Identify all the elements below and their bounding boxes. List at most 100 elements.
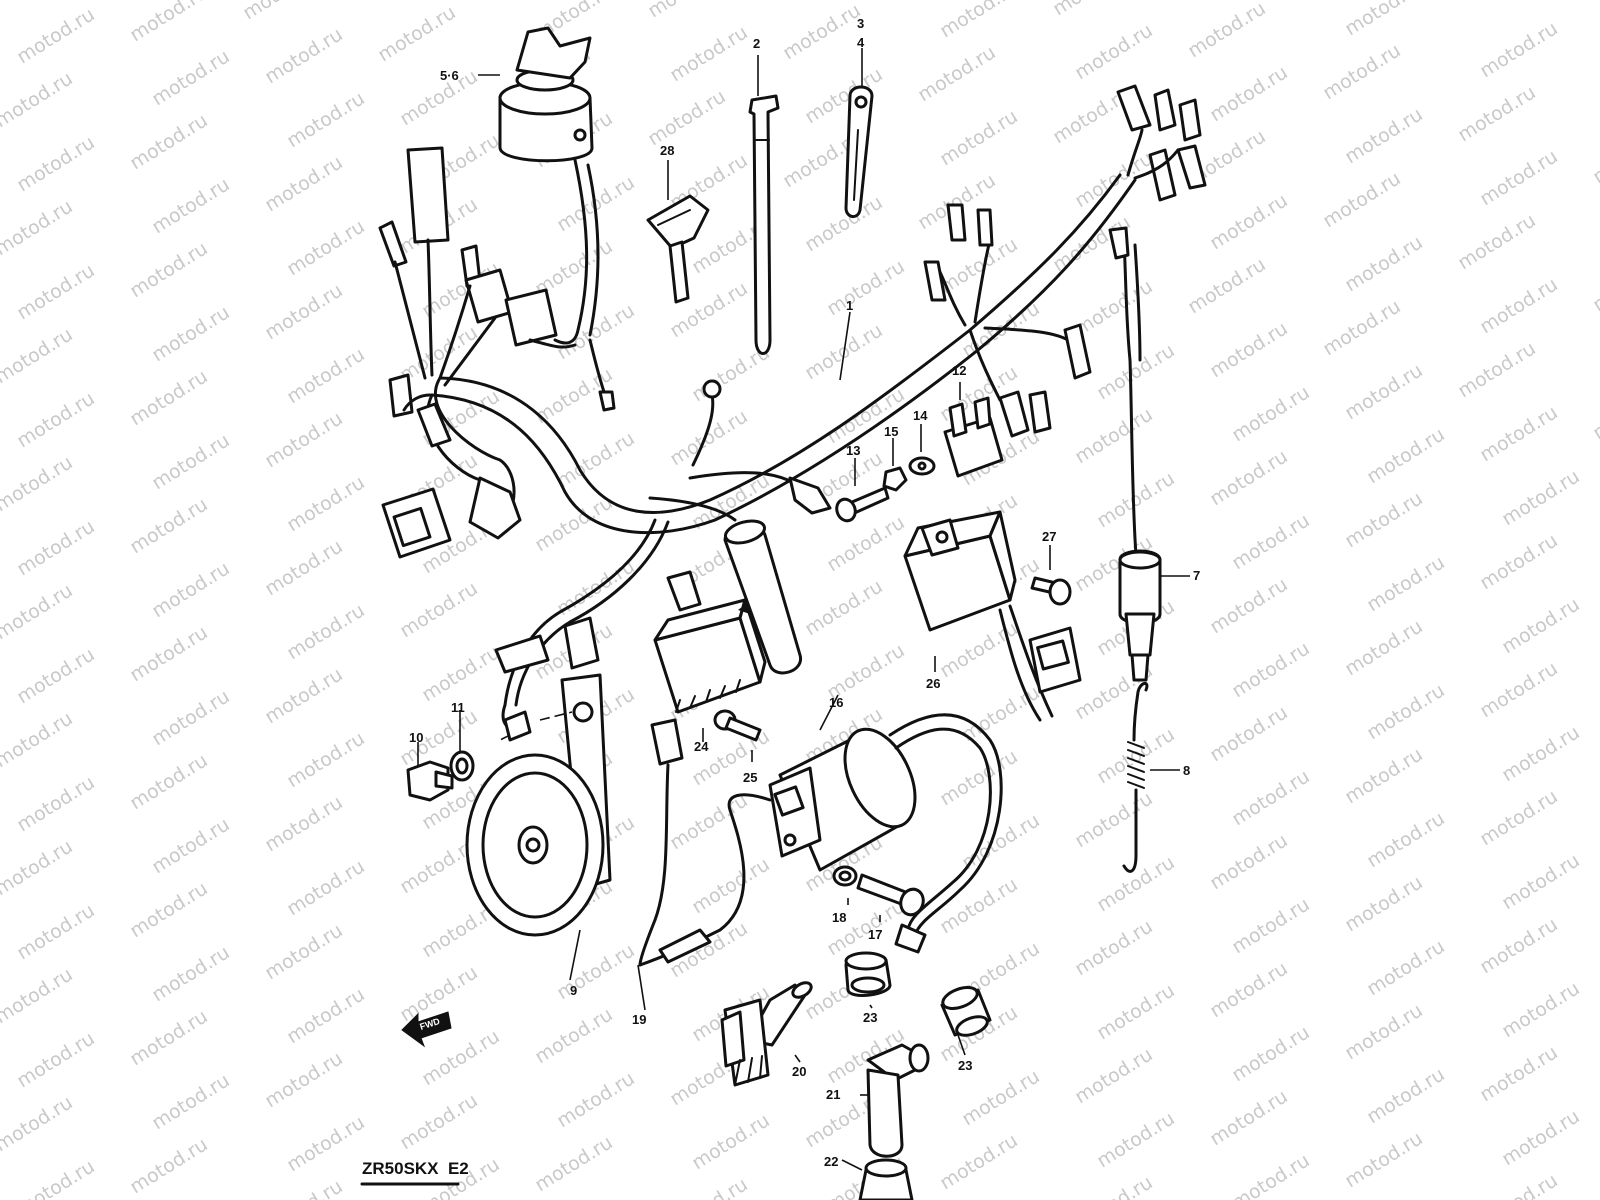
callout-2: 2 <box>753 36 760 51</box>
watermark-text: motod.ru <box>531 1131 617 1196</box>
watermark-text: motod.ru <box>914 41 1000 106</box>
watermark-text: motod.ru <box>936 105 1022 170</box>
watermark-text: motod.ru <box>644 0 730 22</box>
watermark-text: motod.ru <box>1476 17 1562 82</box>
wiring-harness <box>378 84 1207 707</box>
key <box>646 194 710 304</box>
watermark-text: motod.ru <box>1206 61 1292 126</box>
watermark-text: motod.ru <box>13 131 99 196</box>
watermark-text: motod.ru <box>1341 871 1427 936</box>
watermark-text: motod.ru <box>1093 1107 1179 1172</box>
watermark-text: motod.ru <box>126 365 212 430</box>
watermark-text: motod.ru <box>148 173 234 238</box>
watermark-text: motod.ru <box>283 215 369 280</box>
callout-12: 12 <box>952 363 966 378</box>
watermark-text: motod.ru <box>1363 423 1449 488</box>
washer-11 <box>449 750 475 782</box>
watermark-text: motod.ru <box>1228 893 1314 958</box>
watermark-text: motod.ru <box>1071 787 1157 852</box>
watermark-text: motod.ru <box>261 1175 347 1200</box>
watermark-text: motod.ru <box>126 1133 212 1198</box>
band-clamp <box>748 94 780 355</box>
watermark-text: motod.ru <box>13 1027 99 1092</box>
watermark-text: motod.ru <box>1206 189 1292 254</box>
watermark-text: motod.ru <box>261 663 347 728</box>
callout-7: 7 <box>1193 568 1200 583</box>
watermark-text: motod.ru <box>1206 445 1292 510</box>
watermark-text: motod.ru <box>1498 849 1584 914</box>
watermark-text: motod.ru <box>396 1089 482 1154</box>
horn <box>465 753 605 937</box>
watermark-text: motod.ru <box>13 1155 99 1200</box>
callout-10: 10 <box>409 730 423 745</box>
watermark-text: motod.ru <box>126 493 212 558</box>
watermark-text: motod.ru <box>823 895 909 960</box>
watermark-text: motod.ru <box>148 429 234 494</box>
spark-plug-cap-21 <box>866 1043 930 1158</box>
watermark-text: motod.ru <box>1454 209 1540 274</box>
callout-26: 26 <box>926 676 940 691</box>
watermark-text: motod.ru <box>126 621 212 686</box>
watermark-text: motod.ru <box>1319 39 1405 104</box>
watermark-text: motod.ru <box>1476 1169 1562 1200</box>
regulator-rectifier <box>653 598 767 714</box>
screw-25 <box>713 709 762 742</box>
watermark-text: motod.ru <box>126 1005 212 1070</box>
washer-18 <box>832 865 858 887</box>
cap-23-right <box>940 986 992 1037</box>
watermark-text: motod.ru <box>1049 0 1135 20</box>
watermark-text: motod.ru <box>1319 167 1405 232</box>
ground-lead-wire <box>638 718 772 967</box>
watermark-text: motod.ru <box>1476 913 1562 978</box>
watermark-text: motod.ru <box>1363 1063 1449 1128</box>
watermark-text: motod.ru <box>1341 231 1427 296</box>
callout-16: 16 <box>829 695 843 710</box>
watermark-text: motod.ru <box>1476 1041 1562 1106</box>
callout-11: 11 <box>451 700 465 715</box>
watermark-text: motod.ru <box>1228 1021 1314 1086</box>
watermark-text: motod.ru <box>936 617 1022 682</box>
callout-21: 21 <box>826 1087 840 1102</box>
stop-switch-spring <box>1122 682 1149 873</box>
watermark-text: motod.ru <box>1476 529 1562 594</box>
watermark-text: motod.ru <box>1454 81 1540 146</box>
watermark-text: motod.ru <box>1454 337 1540 402</box>
callout-14: 14 <box>913 408 928 423</box>
watermark-text: motod.ru <box>13 771 99 836</box>
watermark-text: motod.ru <box>644 85 730 150</box>
watermark-text: motod.ru <box>418 641 504 706</box>
callout-15: 15 <box>884 424 898 439</box>
callout-20: 20 <box>792 1064 806 1079</box>
watermark-text: motod.ru <box>1341 1127 1427 1192</box>
watermark-text: motod.ru <box>0 963 77 1028</box>
watermark-text: motod.ru <box>1589 379 1600 444</box>
watermark-text: motod.ru <box>148 1069 234 1134</box>
watermark-text: motod.ru <box>261 1047 347 1112</box>
ignition-coil <box>768 713 1003 954</box>
watermark-text: motod.ru <box>553 939 639 1004</box>
watermark-text: motod.ru <box>1341 615 1427 680</box>
watermark-text: motod.ru <box>1363 679 1449 744</box>
watermark-text: motod.ru <box>1341 743 1427 808</box>
watermark-text: motod.ru <box>666 21 752 86</box>
watermark-text: motod.ru <box>239 0 325 24</box>
watermark-text: motod.ru <box>1589 251 1600 316</box>
watermark-text: motod.ru <box>1341 103 1427 168</box>
callout-5-6: 5·6 <box>440 68 459 83</box>
watermark-text: motod.ru <box>396 0 482 2</box>
watermark-text: motod.ru <box>283 855 369 920</box>
watermark-text: motod.ru <box>801 63 887 128</box>
watermark-text: motod.ru <box>148 557 234 622</box>
watermark-text: motod.ru <box>1476 273 1562 338</box>
watermark-text: motod.ru <box>13 259 99 324</box>
watermark-text: motod.ru <box>13 899 99 964</box>
watermark-text: motod.ru <box>688 725 774 790</box>
watermark-text: motod.ru <box>283 343 369 408</box>
callout-23-left: 23 <box>863 1010 877 1025</box>
callout-18: 18 <box>832 910 846 925</box>
watermark-text: motod.ru <box>261 791 347 856</box>
watermark-text: motod.ru <box>1498 593 1584 658</box>
nut-15 <box>882 466 908 492</box>
callout-23-right: 23 <box>958 1058 972 1073</box>
